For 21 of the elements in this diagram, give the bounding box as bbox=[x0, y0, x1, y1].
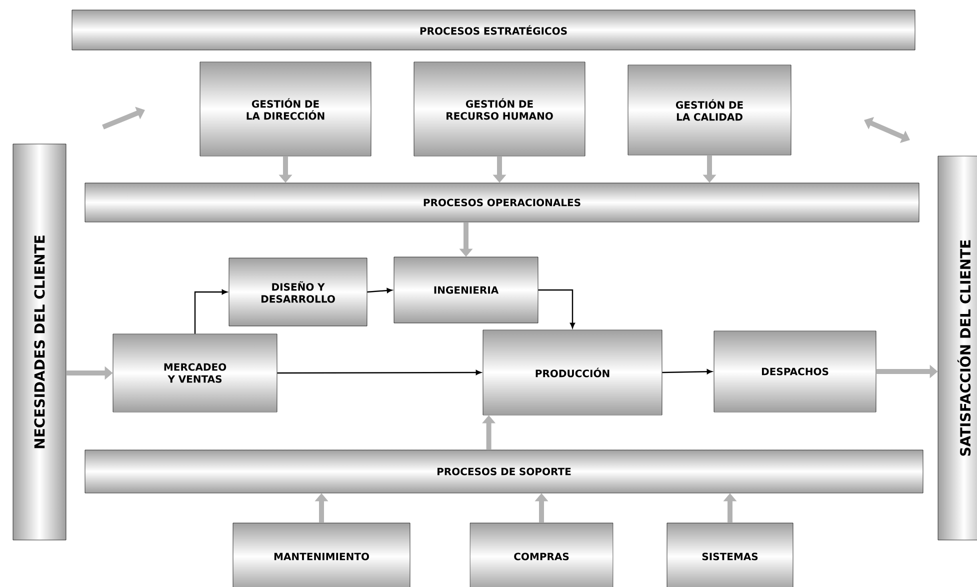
arrow bbox=[194, 290, 228, 334]
arrow bbox=[367, 288, 392, 293]
process-box: DISEÑO Y DESARROLLO bbox=[228, 258, 368, 326]
process-box: COMPRAS bbox=[470, 522, 614, 587]
client-bar: SATISFACCIÓN DEL CLIENTE bbox=[938, 156, 977, 540]
process-box: GESTIÓN DE LA DIRECCIÓN bbox=[200, 62, 372, 156]
process-box: DESPACHOS bbox=[714, 330, 876, 412]
process-box: GESTIÓN DE LA CALIDAD bbox=[628, 64, 792, 156]
process-box: INGENIERIA bbox=[394, 256, 538, 324]
process-band: PROCESOS OPERACIONALES bbox=[84, 182, 920, 222]
process-band: PROCESOS DE SOPORTE bbox=[84, 450, 924, 494]
arrow bbox=[662, 369, 712, 374]
arrow bbox=[538, 289, 575, 328]
client-bar: NECESIDADES DEL CLIENTE bbox=[12, 144, 66, 540]
process-box: MANTENIMIENTO bbox=[232, 522, 410, 587]
process-box: PRODUCCIÓN bbox=[482, 330, 662, 416]
process-box: GESTIÓN DE RECURSO HUMANO bbox=[414, 62, 586, 156]
process-box: SISTEMAS bbox=[666, 522, 794, 587]
arrow bbox=[277, 370, 482, 375]
process-band: PROCESOS ESTRATÉGICOS bbox=[72, 10, 916, 50]
process-box: MERCADEO Y VENTAS bbox=[112, 334, 278, 412]
